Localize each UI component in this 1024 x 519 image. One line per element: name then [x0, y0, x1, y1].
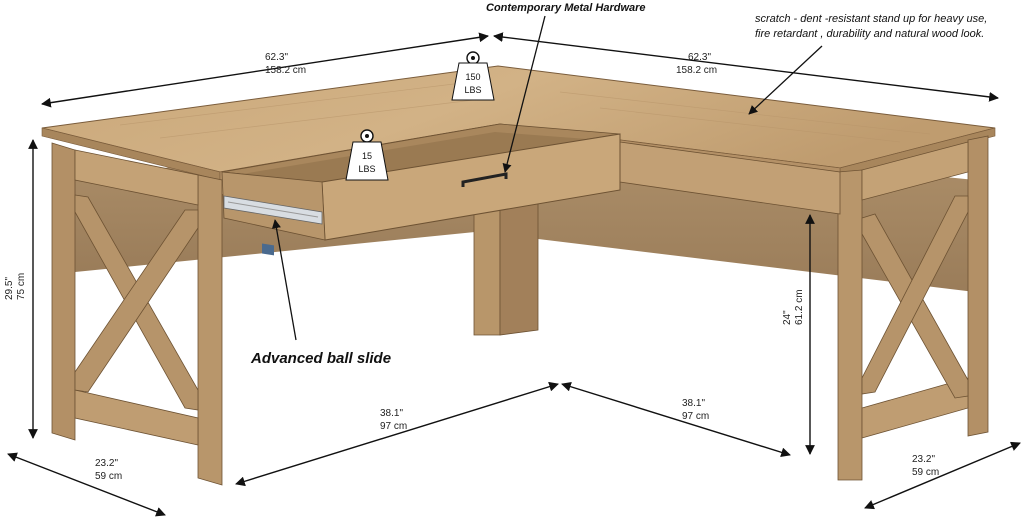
callout-surface-line1: scratch - dent -resistant stand up for h…	[755, 13, 987, 25]
svg-text:59 cm: 59 cm	[912, 467, 939, 478]
callout-surface-line2: fire retardant , durability and natural …	[755, 28, 984, 40]
callout-hardware: Contemporary Metal Hardware	[486, 2, 646, 14]
svg-text:61.2 cm: 61.2 cm	[794, 289, 805, 325]
dim-depth-right: 23.2" 59 cm	[912, 454, 939, 478]
weight-drawer-value: 15	[362, 151, 372, 161]
dim-depth-left: 23.2" 59 cm	[95, 458, 122, 482]
open-drawer	[221, 123, 621, 241]
dim-inner-left: 38.1" 97 cm	[380, 408, 407, 432]
svg-text:97 cm: 97 cm	[682, 411, 709, 422]
svg-text:38.1": 38.1"	[380, 408, 403, 419]
corner-leg	[473, 195, 539, 336]
svg-text:23.2": 23.2"	[95, 458, 118, 469]
svg-text:97 cm: 97 cm	[380, 421, 407, 432]
svg-text:62.3": 62.3"	[688, 52, 711, 63]
left-frame	[51, 142, 223, 486]
svg-text:38.1": 38.1"	[682, 398, 705, 409]
dim-inner-right: 38.1" 97 cm	[682, 398, 709, 422]
weight-icon-drawer	[345, 129, 389, 181]
dim-inner-height: 24" 61.2 cm	[782, 289, 805, 325]
right-frame	[837, 135, 989, 481]
svg-text:29.5": 29.5"	[4, 277, 15, 300]
svg-text:24": 24"	[782, 310, 793, 325]
svg-text:158.2 cm: 158.2 cm	[676, 65, 717, 76]
weight-top-unit: LBS	[464, 85, 481, 95]
weight-drawer-unit: LBS	[358, 164, 375, 174]
dimension-arrows	[7, 32, 1021, 517]
weight-top-value: 150	[465, 72, 480, 82]
ball-slide	[223, 195, 323, 256]
drawer-pull	[461, 172, 508, 187]
svg-text:158.2 cm: 158.2 cm	[265, 65, 306, 76]
svg-text:23.2": 23.2"	[912, 454, 935, 465]
svg-text:75 cm: 75 cm	[16, 273, 27, 300]
callout-slide: Advanced ball slide	[250, 350, 391, 367]
dim-top-right: 62.3" 158.2 cm	[676, 52, 717, 76]
dim-top-left: 62.3" 158.2 cm	[265, 52, 306, 76]
svg-text:59 cm: 59 cm	[95, 471, 122, 482]
svg-text:62.3": 62.3"	[265, 52, 288, 63]
dim-height: 29.5" 75 cm	[4, 273, 27, 300]
callout-pointers	[271, 15, 823, 341]
